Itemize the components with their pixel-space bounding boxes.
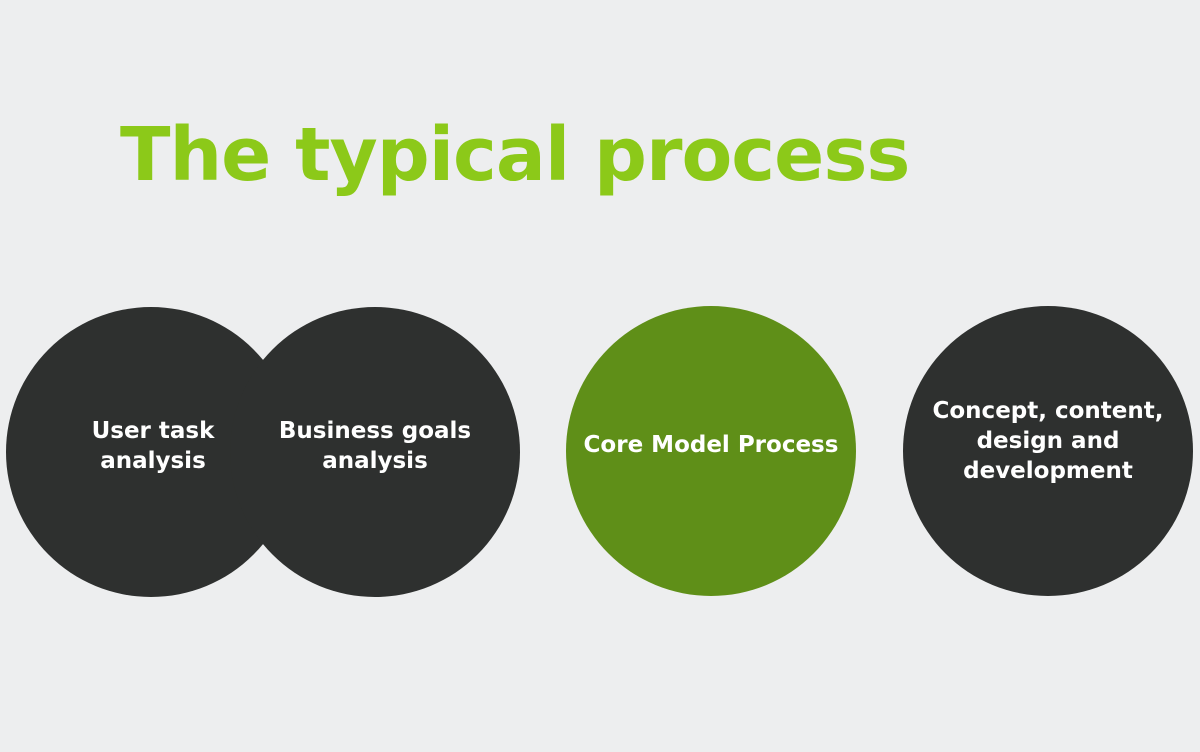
business-goals-analysis-label: Business goals analysis (278, 418, 472, 474)
core-model-process-label: Core Model Process (583, 432, 839, 458)
business-goals-analysis-circle: Business goals analysis (230, 307, 520, 597)
concept-content-design-development-label: Concept, content, design and development (932, 398, 1164, 484)
core-model-process-circle: Core Model Process (566, 306, 856, 596)
slide-title: The typical process (120, 112, 910, 198)
concept-content-design-development-circle: Concept, content, design and development (903, 306, 1193, 596)
user-task-analysis-label: User task analysis (91, 418, 215, 474)
